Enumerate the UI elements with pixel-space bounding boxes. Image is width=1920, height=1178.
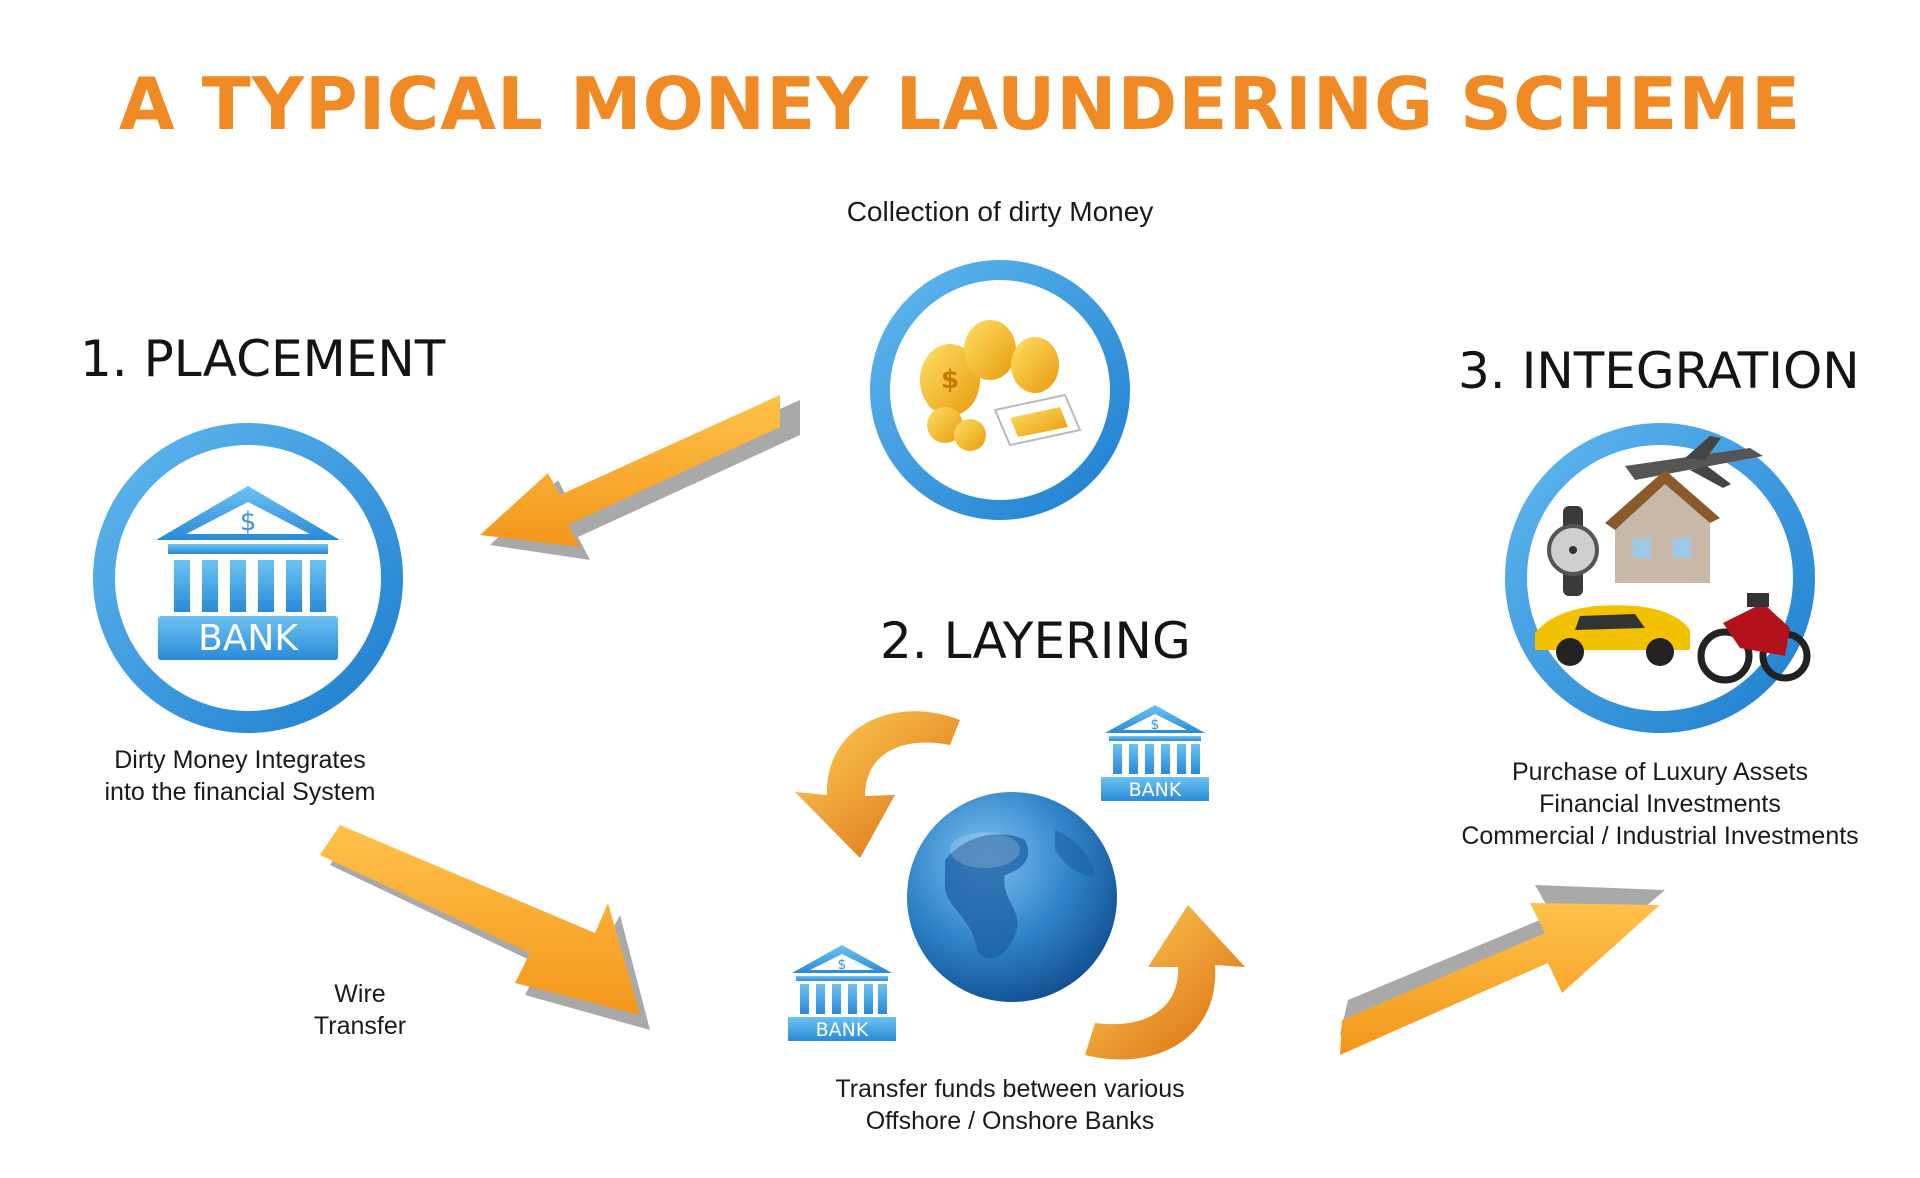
watch-icon: [1547, 506, 1599, 596]
house-icon: [1605, 470, 1720, 583]
placement-caption: Dirty Money Integrates into the financia…: [60, 744, 420, 808]
bank-label: BANK: [816, 1019, 869, 1041]
arrow-to-placement: [480, 395, 800, 560]
car-icon: [1535, 605, 1690, 666]
bank-icon: $: [156, 486, 340, 660]
layering-heading: 2. LAYERING: [880, 612, 1191, 670]
page-title: A TYPICAL MONEY LAUNDERING SCHEME: [118, 62, 1802, 146]
bank-label: BANK: [1129, 779, 1182, 801]
svg-text:$: $: [1151, 717, 1160, 733]
wire-caption-line-1: Wire: [334, 980, 386, 1008]
placement-caption-line-2: into the financial System: [104, 778, 376, 806]
wire-caption-line-2: Transfer: [313, 1012, 407, 1040]
integration-caption: Purchase of Luxury Assets Financial Inve…: [1440, 756, 1880, 852]
svg-text:$: $: [838, 957, 847, 973]
integration-caption-line-1: Purchase of Luxury Assets: [1512, 758, 1808, 786]
layering-bank-bottom: $ BANK: [788, 945, 896, 1041]
layering-bank-top: $ BANK: [1101, 705, 1209, 801]
curved-arrow-top-left: [795, 711, 960, 858]
layering-caption: Transfer funds between various Offshore …: [800, 1073, 1220, 1137]
placement-ring: $ BANK: [93, 423, 403, 733]
layering-caption-line-1: Transfer funds between various: [835, 1075, 1185, 1103]
arrow-to-layering: [320, 825, 650, 1030]
layering-caption-line-2: Offshore / Onshore Banks: [865, 1107, 1155, 1135]
arrow-to-integration: [1340, 885, 1665, 1055]
collection-label: Collection of dirty Money: [846, 196, 1154, 227]
integration-caption-line-3: Commercial / Industrial Investments: [1461, 822, 1859, 850]
placement-heading: 1. PLACEMENT: [80, 330, 446, 388]
integration-ring: [1505, 423, 1815, 733]
svg-text:$: $: [941, 365, 959, 395]
integration-heading: 3. INTEGRATION: [1458, 342, 1860, 400]
money-bags-icon: $: [920, 320, 1082, 451]
globe-icon: [907, 792, 1117, 1002]
curved-arrow-bottom-right: [1085, 905, 1245, 1060]
bank-label: BANK: [198, 618, 299, 659]
airplane-icon: [1625, 436, 1763, 488]
svg-text:$: $: [240, 507, 257, 537]
collection-ring: $: [870, 260, 1130, 520]
motorcycle-icon: [1697, 593, 1811, 684]
integration-caption-line-2: Financial Investments: [1539, 790, 1781, 818]
placement-caption-line-1: Dirty Money Integrates: [114, 746, 366, 774]
wire-caption: Wire Transfer: [290, 978, 430, 1042]
